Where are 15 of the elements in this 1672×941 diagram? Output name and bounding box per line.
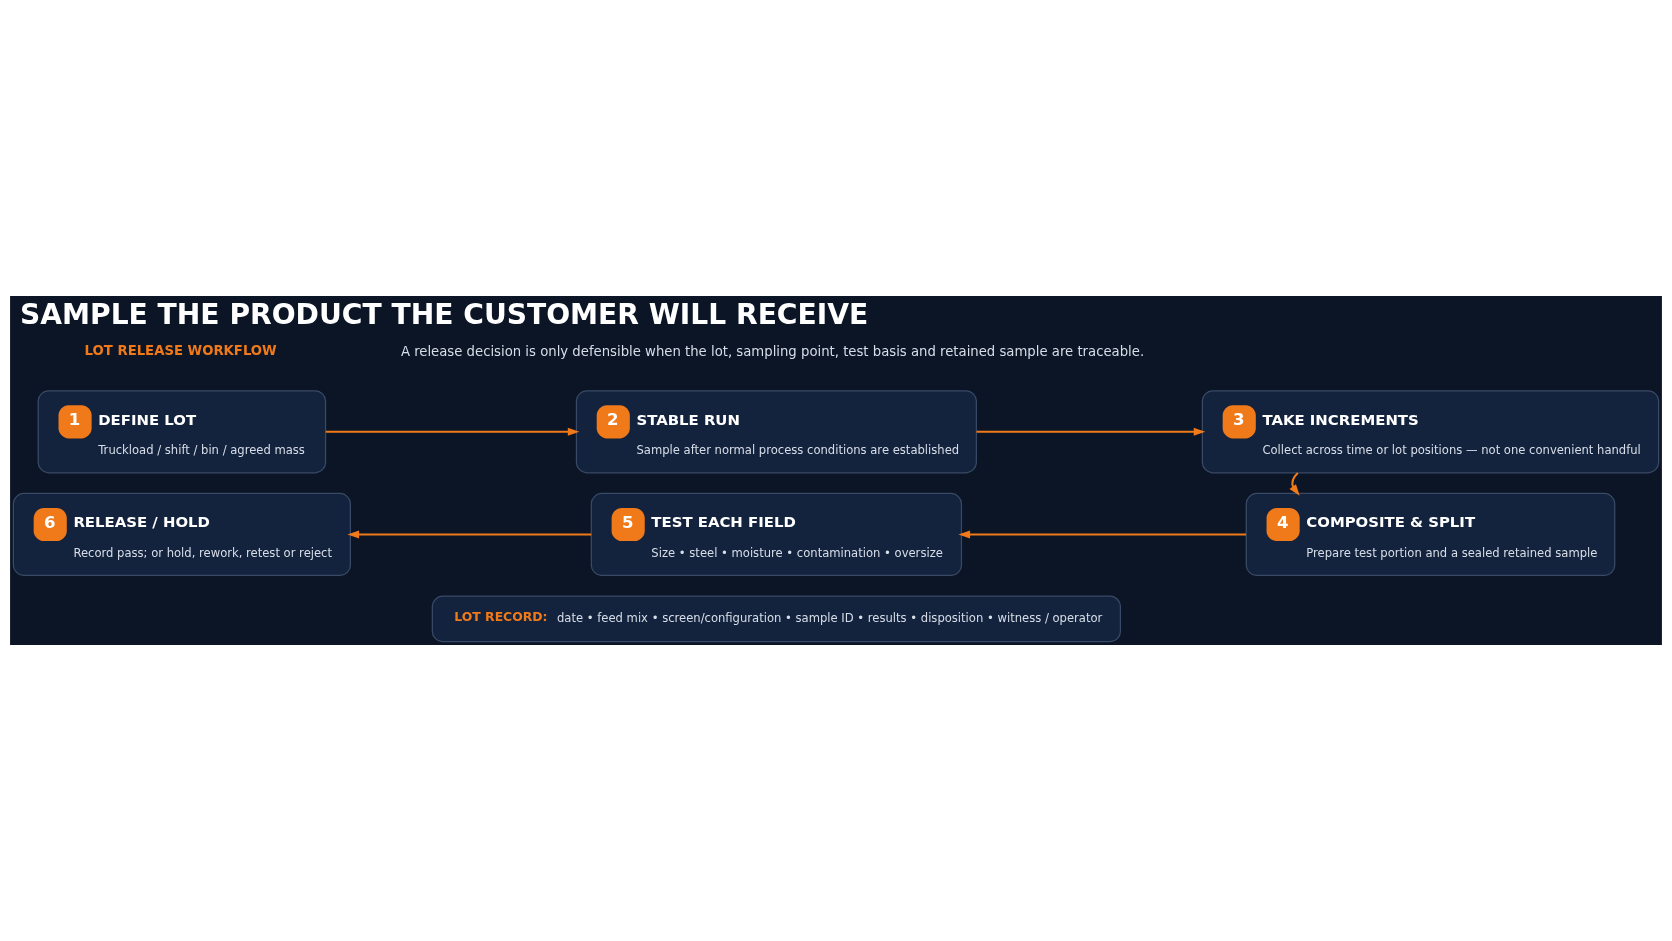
node-box: LOT RECORD: date • feed mix • screen/configuration • sample ID • results • disposition • witness / operator (431, 595, 1122, 643)
node-box: 2 STABLE RUN Sample after normal process conditions are established (575, 390, 977, 474)
arrow (1289, 472, 1300, 496)
node-box: 4 COMPOSITE & SPLIT Prepare test portion and a sealed retained sample (1245, 492, 1616, 577)
diagram-title: SAMPLE THE PRODUCT THE CUSTOMER WILL RECEIVE (20, 298, 869, 332)
node-box: 6 RELEASE / HOLD Record pass; or hold, rework, retest or reject (12, 492, 351, 577)
arrow (976, 427, 1206, 436)
node-box: 1 DEFINE LOT Truckload / shift / bin / agreed mass (37, 390, 327, 474)
arrow (347, 530, 592, 539)
label: A release decision is only defensible when the lot, sampling point, test basis and retained sample are traceable. (400, 344, 1145, 360)
arrow (958, 530, 1247, 539)
node-box: 5 TEST EACH FIELD Size • steel • moisture • contamination • oversize (590, 492, 963, 577)
node-box: 3 TAKE INCREMENTS Collect across time or lot positions — not one convenient handful (1201, 390, 1660, 474)
label: LOT RELEASE WORKFLOW (84, 343, 277, 359)
arrow (325, 427, 580, 436)
